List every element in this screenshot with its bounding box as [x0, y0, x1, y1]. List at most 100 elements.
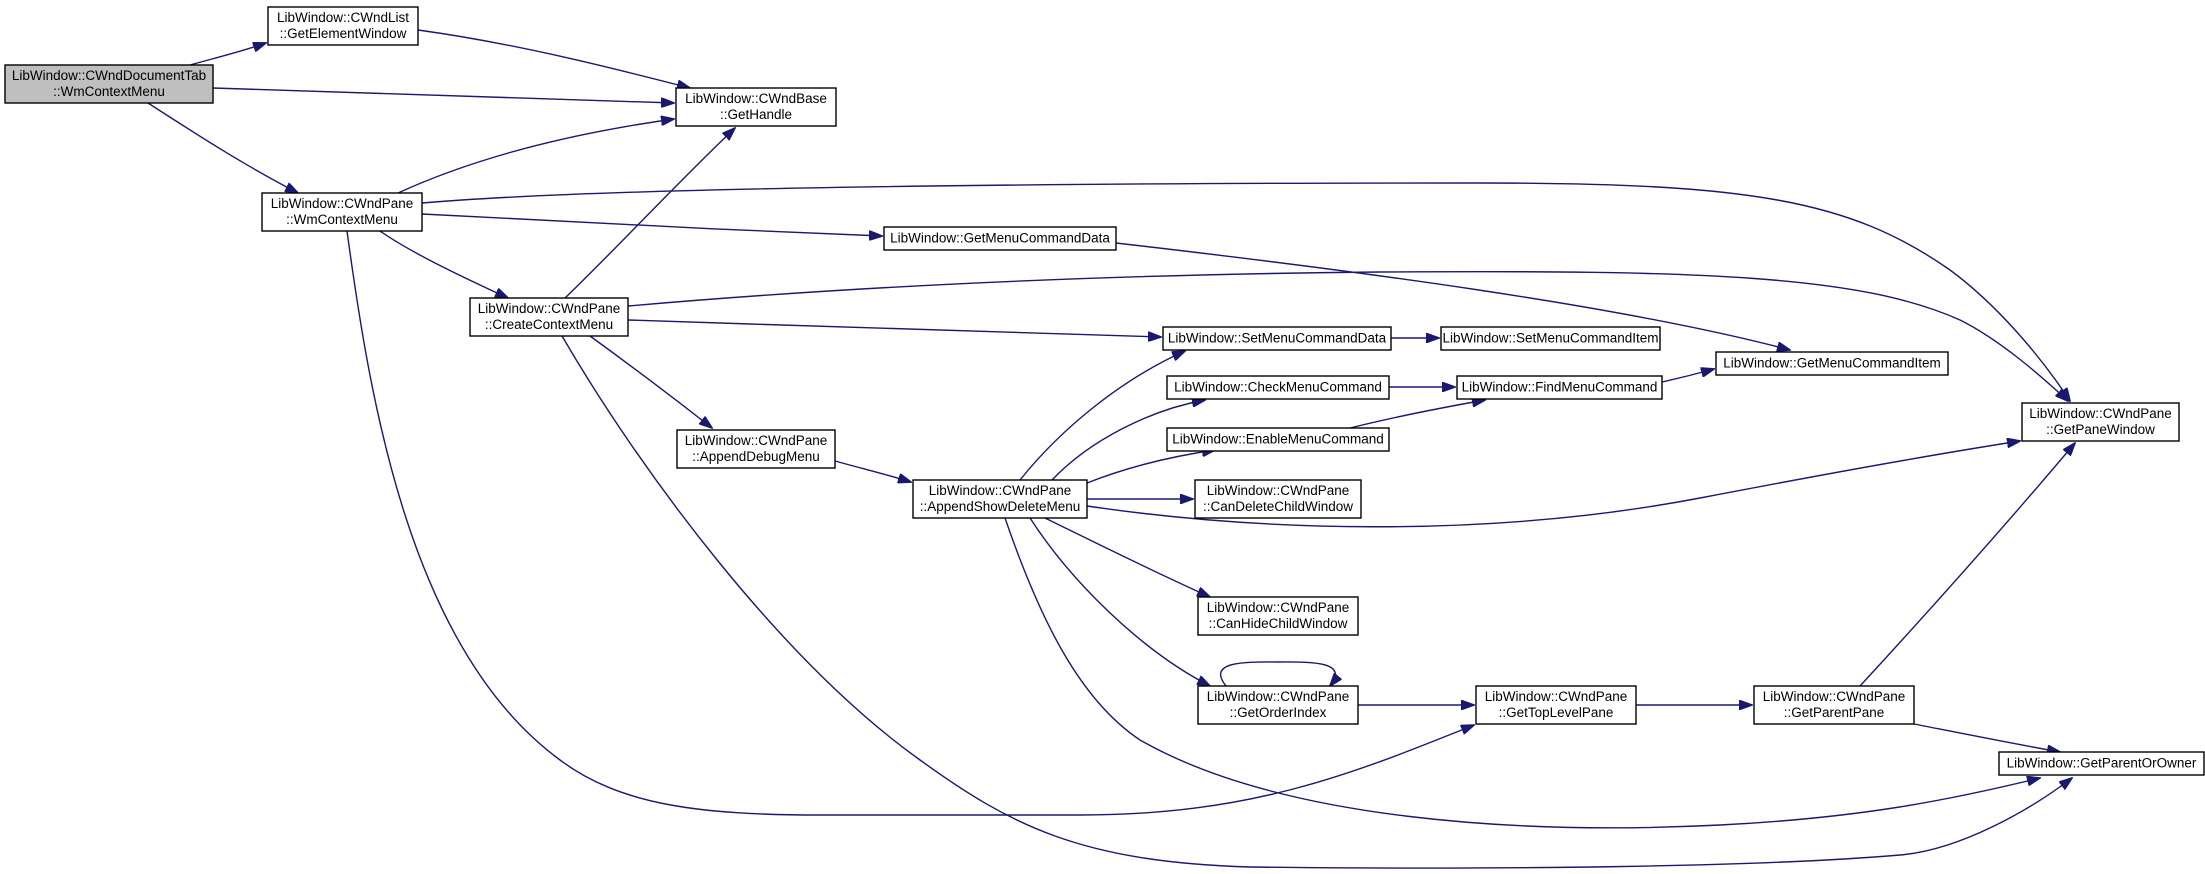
- node-box: [1194, 479, 1362, 519]
- node-label: LibWindow::CWndPane: [929, 483, 1072, 498]
- edge-wndpane_wmcontextmenu-to-wndbase_gethandle: [397, 119, 674, 194]
- node-box: [261, 192, 423, 232]
- edge-enablemenucommand-to-findmenucommand: [1349, 400, 1485, 429]
- edge-wndpane_wmcontextmenu-to-wndpane_createcontextmenu: [379, 230, 508, 298]
- node-box: [1197, 596, 1359, 636]
- node-box: [883, 226, 1117, 251]
- node-label: ::GetParentPane: [1784, 705, 1885, 720]
- node-box: [1715, 351, 1949, 376]
- node-box: [675, 87, 837, 127]
- node-label: ::GetOrderIndex: [1230, 705, 1327, 720]
- node-box: [267, 6, 419, 46]
- edge-wndpane_wmcontextmenu-to-wndpane_getpanewindow: [421, 182, 2070, 401]
- node-label: LibWindow::CWndBase: [685, 91, 827, 106]
- node-label: ::GetPaneWindow: [2046, 422, 2155, 437]
- node-wndpane_gettoplevelpane[interactable]: LibWindow::CWndPane::GetTopLevelPane: [1475, 685, 1637, 725]
- node-getmenucommanddata[interactable]: LibWindow::GetMenuCommandData: [883, 226, 1117, 251]
- edge-wndpane_getorderindex-to-wndpane_getorderindex: [1219, 661, 1336, 686]
- node-setmenucommanddata[interactable]: LibWindow::SetMenuCommandData: [1162, 326, 1392, 351]
- node-label: LibWindow::CheckMenuCommand: [1174, 380, 1382, 395]
- node-label: ::GetTopLevelPane: [1499, 705, 1614, 720]
- edge-wndpane_wmcontextmenu-to-getmenucommanddata: [421, 213, 882, 236]
- edge-wndpane_appendshowdeletemenu-to-wndpane_getorderindex: [1029, 517, 1210, 686]
- node-label: ::WmContextMenu: [286, 212, 398, 227]
- node-label: ::CanDeleteChildWindow: [1203, 499, 1353, 514]
- node-label: LibWindow::GetMenuCommandItem: [1723, 356, 1941, 371]
- node-box: [1456, 375, 1663, 400]
- node-label: LibWindow::CWndPane: [2029, 406, 2172, 421]
- node-box: [1166, 427, 1390, 452]
- node-label: LibWindow::CWndPane: [1485, 689, 1628, 704]
- edge-wndpane_createcontextmenu-to-wndpane_getpanewindow: [627, 270, 2068, 401]
- node-box: [1162, 326, 1392, 351]
- node-wndbase_gethandle[interactable]: LibWindow::CWndBase::GetHandle: [675, 87, 837, 127]
- node-wndpane_getorderindex[interactable]: LibWindow::CWndPane::GetOrderIndex: [1197, 685, 1359, 725]
- edge-wndpane_getparentpane-to-wndpane_getpanewindow: [1859, 443, 2075, 687]
- edge-wndpane_appenddebugmenu-to-wndpane_appendshowdeletemenu: [834, 460, 911, 482]
- node-wndpane_createcontextmenu[interactable]: LibWindow::CWndPane::CreateContextMenu: [469, 297, 629, 337]
- node-box: [2021, 402, 2180, 442]
- node-box: [1475, 685, 1637, 725]
- node-doctab_wmcontextmenu[interactable]: LibWindow::CWndDocumentTab::WmContextMen…: [4, 64, 214, 104]
- node-box: [1998, 751, 2205, 776]
- edge-wndpane_wmcontextmenu-to-wndpane_gettoplevelpane: [346, 230, 1474, 816]
- node-box: [676, 429, 836, 469]
- node-label: LibWindow::CWndPane: [1207, 600, 1350, 615]
- edge-doctab_wmcontextmenu-to-wndbase_gethandle: [212, 87, 674, 103]
- node-getparentorowner[interactable]: LibWindow::GetParentOrOwner: [1998, 751, 2205, 776]
- node-label: LibWindow::CWndPane: [271, 196, 414, 211]
- node-findmenucommand[interactable]: LibWindow::FindMenuCommand: [1456, 375, 1663, 400]
- node-label: LibWindow::GetParentOrOwner: [2007, 756, 2197, 771]
- node-wndpane_appendshowdeletemenu[interactable]: LibWindow::CWndPane::AppendShowDeleteMen…: [912, 479, 1088, 519]
- node-wndpane_wmcontextmenu[interactable]: LibWindow::CWndPane::WmContextMenu: [261, 192, 423, 232]
- edge-wndpane_appendshowdeletemenu-to-checkmenucommand: [1051, 400, 1205, 481]
- node-box: [1197, 685, 1359, 725]
- node-label: LibWindow::GetMenuCommandData: [890, 231, 1110, 246]
- node-box: [912, 479, 1088, 519]
- edge-wndpane_createcontextmenu-to-getparentorowner: [561, 335, 2072, 869]
- node-label: LibWindow::CWndPane: [478, 301, 621, 316]
- edge-wndpane_appendshowdeletemenu-to-wndpane_getpanewindow: [1086, 441, 2020, 528]
- node-label: LibWindow::SetMenuCommandData: [1168, 331, 1387, 346]
- edge-wndpane_appendshowdeletemenu-to-wndpane_canhidechildwindow: [1044, 517, 1210, 597]
- node-getmenucommanditem[interactable]: LibWindow::GetMenuCommandItem: [1715, 351, 1949, 376]
- nodes: LibWindow::CWndDocumentTab::WmContextMen…: [4, 6, 2205, 776]
- edge-getmenucommanddata-to-getmenucommanditem: [1115, 242, 1790, 350]
- node-wndpane_getparentpane[interactable]: LibWindow::CWndPane::GetParentPane: [1753, 685, 1915, 725]
- node-box: [1166, 375, 1390, 400]
- node-wndpane_canhidechildwindow[interactable]: LibWindow::CWndPane::CanHideChildWindow: [1197, 596, 1359, 636]
- node-label: LibWindow::FindMenuCommand: [1462, 380, 1658, 395]
- node-wndpane_candeletechildwindow[interactable]: LibWindow::CWndPane::CanDeleteChildWindo…: [1194, 479, 1362, 519]
- edge-wndpane_createcontextmenu-to-wndbase_gethandle: [564, 128, 735, 299]
- node-label: ::AppendShowDeleteMenu: [920, 499, 1081, 514]
- edge-wndpane_createcontextmenu-to-wndpane_appenddebugmenu: [589, 335, 712, 428]
- edge-doctab_wmcontextmenu-to-wndpane_wmcontextmenu: [147, 102, 298, 193]
- node-box: [469, 297, 629, 337]
- node-label: ::WmContextMenu: [53, 84, 165, 99]
- node-label: LibWindow::EnableMenuCommand: [1172, 432, 1384, 447]
- node-wndpane_getpanewindow[interactable]: LibWindow::CWndPane::GetPaneWindow: [2021, 402, 2180, 442]
- edge-findmenucommand-to-getmenucommanditem: [1661, 369, 1714, 383]
- node-label: ::CanHideChildWindow: [1209, 616, 1348, 631]
- node-label: ::AppendDebugMenu: [692, 449, 820, 464]
- node-label: ::GetElementWindow: [280, 26, 407, 41]
- node-box: [1753, 685, 1915, 725]
- node-setmenucommanditem[interactable]: LibWindow::SetMenuCommandItem: [1440, 326, 1661, 351]
- node-wndlist_getelementwindow[interactable]: LibWindow::CWndList::GetElementWindow: [267, 6, 419, 46]
- node-wndpane_appenddebugmenu[interactable]: LibWindow::CWndPane::AppendDebugMenu: [676, 429, 836, 469]
- node-label: LibWindow::CWndDocumentTab: [12, 68, 206, 83]
- edge-wndpane_appendshowdeletemenu-to-getparentorowner: [1004, 517, 2040, 829]
- edge-wndpane_appendshowdeletemenu-to-enablemenucommand: [1086, 450, 1215, 484]
- node-box: [4, 64, 214, 104]
- node-label: LibWindow::CWndPane: [1763, 689, 1906, 704]
- node-label: ::CreateContextMenu: [485, 317, 613, 332]
- node-enablemenucommand[interactable]: LibWindow::EnableMenuCommand: [1166, 427, 1390, 452]
- node-label: ::GetHandle: [720, 107, 792, 122]
- edge-wndpane_getparentpane-to-getparentorowner: [1913, 723, 2060, 752]
- edge-doctab_wmcontextmenu-to-wndlist_getelementwindow: [189, 43, 266, 66]
- node-checkmenucommand[interactable]: LibWindow::CheckMenuCommand: [1166, 375, 1390, 400]
- edge-wndpane_appendshowdeletemenu-to-setmenucommanddata: [1019, 351, 1185, 481]
- node-label: LibWindow::CWndPane: [685, 433, 828, 448]
- node-label: LibWindow::CWndPane: [1207, 689, 1350, 704]
